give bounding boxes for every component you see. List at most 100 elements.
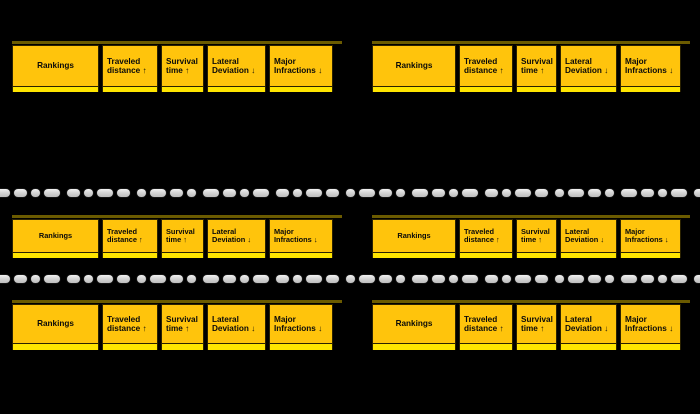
data-cell-traveled-distance [459, 87, 513, 92]
road-dash-segment [485, 189, 498, 197]
column-header-survival-time[interactable]: Survival time ↑ [516, 304, 557, 344]
column-header-lateral-deviation[interactable]: Lateral Deviation ↓ [560, 45, 617, 87]
road-dash-segment [588, 189, 601, 197]
column-header-survival-time[interactable]: Survival time ↑ [161, 219, 204, 253]
road-dash-segment [555, 275, 564, 283]
table-data-row-clipped [372, 87, 681, 92]
column-header-rankings[interactable]: Rankings [12, 304, 99, 344]
column-header-lateral-deviation[interactable]: Lateral Deviation ↓ [207, 304, 266, 344]
data-cell-major-infractions [269, 344, 333, 350]
column-header-lateral-deviation[interactable]: Lateral Deviation ↓ [207, 219, 266, 253]
road-dash-segment [306, 189, 322, 197]
column-header-rankings[interactable]: Rankings [372, 304, 456, 344]
road-dash-segment [449, 275, 458, 283]
column-header-rankings[interactable]: Rankings [372, 45, 456, 87]
road-dash-segment [276, 275, 289, 283]
road-dash-segment [412, 189, 428, 197]
table-top-rule [372, 41, 690, 44]
road-dash-segment [150, 189, 166, 197]
column-header-major-infractions[interactable]: Major Infractions ↓ [620, 219, 681, 253]
column-header-lateral-deviation[interactable]: Lateral Deviation ↓ [560, 219, 617, 253]
column-header-traveled-distance[interactable]: Traveled distance ↑ [102, 304, 158, 344]
column-header-traveled-distance[interactable]: Traveled distance ↑ [459, 304, 513, 344]
column-header-label: Major Infractions ↓ [274, 226, 318, 244]
data-cell-lateral-deviation [560, 253, 617, 258]
road-dash-segment [170, 189, 183, 197]
road-dash-segment [694, 189, 700, 197]
road-dash-segment [658, 275, 667, 283]
column-header-label: Major Infractions ↓ [625, 314, 674, 333]
table-header-row: Rankings Traveled distance ↑Survival time… [372, 45, 681, 87]
column-header-survival-time[interactable]: Survival time ↑ [161, 304, 204, 344]
column-header-survival-time[interactable]: Survival time ↑ [516, 219, 557, 253]
column-header-traveled-distance[interactable]: Traveled distance ↑ [459, 45, 513, 87]
road-dash-segment [346, 189, 355, 197]
road-dash-segment [117, 275, 130, 283]
column-header-traveled-distance[interactable]: Traveled distance ↑ [102, 219, 158, 253]
table-top-rule [12, 300, 342, 303]
road-dash-segment [14, 275, 27, 283]
road-dash-segment [535, 189, 548, 197]
column-header-major-infractions[interactable]: Major Infractions ↓ [269, 45, 333, 87]
column-header-survival-time[interactable]: Survival time ↑ [161, 45, 204, 87]
road-dash-segment [137, 189, 146, 197]
column-header-major-infractions[interactable]: Major Infractions ↓ [620, 304, 681, 344]
column-header-major-infractions[interactable]: Major Infractions ↓ [620, 45, 681, 87]
column-header-major-infractions[interactable]: Major Infractions ↓ [269, 304, 333, 344]
column-header-label: Survival time ↑ [521, 314, 553, 333]
road-dash-segment [223, 275, 236, 283]
column-header-major-infractions[interactable]: Major Infractions ↓ [269, 219, 333, 253]
road-dash-segment [326, 275, 339, 283]
column-header-label: Survival time ↑ [166, 314, 198, 333]
column-header-traveled-distance[interactable]: Traveled distance ↑ [102, 45, 158, 87]
road-dash-segment [671, 275, 687, 283]
column-header-lateral-deviation[interactable]: Lateral Deviation ↓ [207, 45, 266, 87]
column-header-label: Rankings [395, 319, 433, 329]
road-dash-segment [117, 189, 130, 197]
column-header-rankings[interactable]: Rankings [12, 45, 99, 87]
data-cell-survival-time [161, 87, 204, 92]
column-header-label: Traveled distance ↑ [464, 226, 500, 244]
road-dash-segment [223, 189, 236, 197]
road-dash-segment [462, 275, 478, 283]
column-header-label: Lateral Deviation ↓ [212, 56, 256, 75]
data-cell-lateral-deviation [560, 87, 617, 92]
column-header-label: Traveled distance ↑ [464, 314, 504, 333]
column-header-rankings[interactable]: Rankings [372, 219, 456, 253]
road-dash-segment [694, 275, 700, 283]
road-dash-segment [485, 275, 498, 283]
column-header-traveled-distance[interactable]: Traveled distance ↑ [459, 219, 513, 253]
road-band-upper [0, 186, 700, 200]
road-dash-segment [170, 275, 183, 283]
road-dash-segment [44, 189, 60, 197]
data-cell-lateral-deviation [207, 253, 266, 258]
road-dash-segment [97, 189, 113, 197]
road-dash-segment [306, 275, 322, 283]
road-dash-segment [31, 275, 40, 283]
column-header-label: Lateral Deviation ↓ [212, 226, 252, 244]
road-dash-segment [14, 189, 27, 197]
column-header-survival-time[interactable]: Survival time ↑ [516, 45, 557, 87]
column-header-label: Rankings [395, 61, 433, 71]
road-dash-segment [588, 275, 601, 283]
road-dash-segment [44, 275, 60, 283]
road-dash-segment [396, 275, 405, 283]
road-dash-segment [658, 189, 667, 197]
data-cell-lateral-deviation [207, 344, 266, 350]
road-dash-segment [137, 275, 146, 283]
road-dash-segment [150, 275, 166, 283]
column-header-rankings[interactable]: Rankings [12, 219, 99, 253]
road-dash-segment [379, 189, 392, 197]
column-header-label: Lateral Deviation ↓ [212, 314, 256, 333]
column-header-lateral-deviation[interactable]: Lateral Deviation ↓ [560, 304, 617, 344]
road-dash-segment [359, 275, 375, 283]
road-dash-segment [449, 189, 458, 197]
column-header-label: Major Infractions ↓ [625, 226, 669, 244]
data-cell-major-infractions [620, 344, 681, 350]
road-dash-segment [412, 275, 428, 283]
table-top-rule [372, 215, 690, 218]
road-dash-segment [240, 275, 249, 283]
column-header-label: Survival time ↑ [166, 56, 198, 75]
road-band-lower [0, 272, 700, 286]
